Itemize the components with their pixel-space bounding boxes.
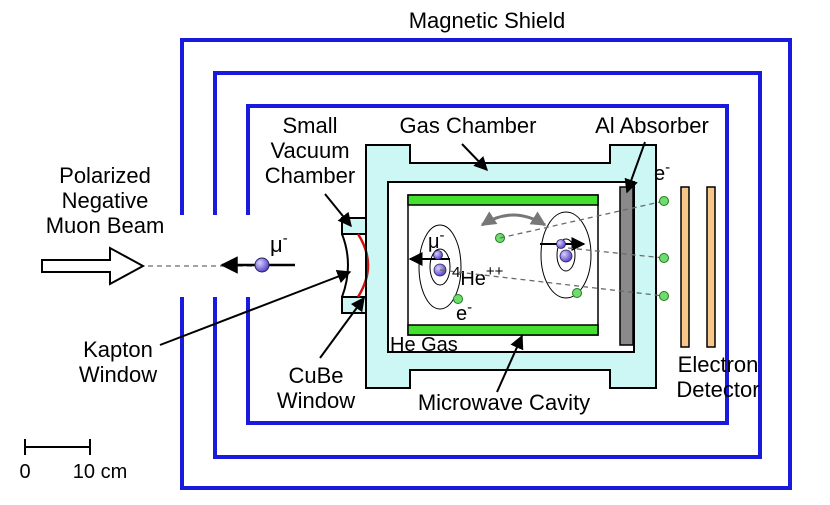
atom1-electron-label: e- (456, 299, 472, 325)
al-absorber-label: Al Absorber (595, 113, 709, 138)
scale-bar-start-label: 0 (19, 461, 30, 483)
electron-detector-label-2: Detector (676, 377, 759, 402)
atom2-muon (556, 239, 566, 249)
he-gas-label: He Gas (390, 334, 458, 356)
decay-electron-1 (659, 196, 669, 206)
atom1-muon (433, 250, 443, 260)
gas-chamber-leader (461, 143, 488, 172)
transition-arrow (480, 211, 547, 227)
decay-electron-3 (659, 291, 669, 301)
atom2-inner-orbit (556, 238, 576, 272)
decay-path-2 (567, 247, 665, 259)
vacuum-chamber-leader (324, 193, 352, 228)
muon-label: μ- (270, 230, 288, 257)
cavity-plate-top (407, 194, 599, 206)
muon-particle (254, 257, 270, 273)
cube-window-label-1: CuBe (288, 363, 343, 388)
microwave-cavity-leader (496, 334, 524, 393)
vacuum-chamber-window-curve (341, 233, 349, 298)
kapton-window (356, 233, 370, 298)
cavity-plate-bottom (407, 324, 599, 336)
decay-electron-2 (659, 253, 669, 263)
magnetic-shield-outer (180, 38, 792, 490)
magnetic-shield-middle (213, 71, 762, 459)
atom2-electron (572, 288, 582, 298)
cube-window-leader (319, 296, 365, 359)
scale-bar (24, 439, 91, 455)
gas-chamber-label: Gas Chamber (400, 113, 537, 138)
al-absorber-leader (624, 141, 646, 194)
electron-detector-2 (706, 186, 716, 348)
decay-path-3 (439, 269, 665, 297)
atom1-muon-label: μ- (428, 227, 445, 253)
small-vacuum-chamber-label-2: Vacuum (270, 138, 349, 163)
cube-window-label-2: Window (277, 388, 355, 413)
kapton-window-label-1: Kapton (83, 337, 153, 362)
magnetic-shield-inner (246, 104, 729, 425)
beam-label-2: Negative (62, 188, 149, 213)
atom2-outer-orbit (540, 211, 592, 299)
magnetic-shield-label: Magnetic Shield (409, 8, 566, 33)
small-vacuum-chamber-label-1: Small (282, 113, 337, 138)
microwave-cavity-label: Microwave Cavity (418, 390, 590, 415)
decay-electron-label: e- (654, 159, 670, 185)
muon-beam-arrow (41, 246, 146, 286)
atom1-inner-orbit (429, 248, 451, 286)
scale-bar-end-label: 10 cm (73, 461, 127, 483)
electron-detector-label-1: Electron (678, 352, 759, 377)
electron-detector-1 (680, 186, 690, 348)
kapton-window-leader (159, 269, 352, 346)
atom1-outer-orbit (418, 224, 462, 310)
al-absorber (619, 186, 634, 346)
beam-label-3: Muon Beam (46, 213, 165, 238)
small-vacuum-chamber-label-3: Chamber (265, 163, 355, 188)
atom1-electron (453, 294, 463, 304)
kapton-window-label-2: Window (79, 362, 157, 387)
beam-label-1: Polarized (59, 163, 151, 188)
decay-path-1 (499, 200, 665, 239)
atom2-nucleus (559, 249, 573, 263)
helium-label: 4He++ (452, 263, 504, 290)
